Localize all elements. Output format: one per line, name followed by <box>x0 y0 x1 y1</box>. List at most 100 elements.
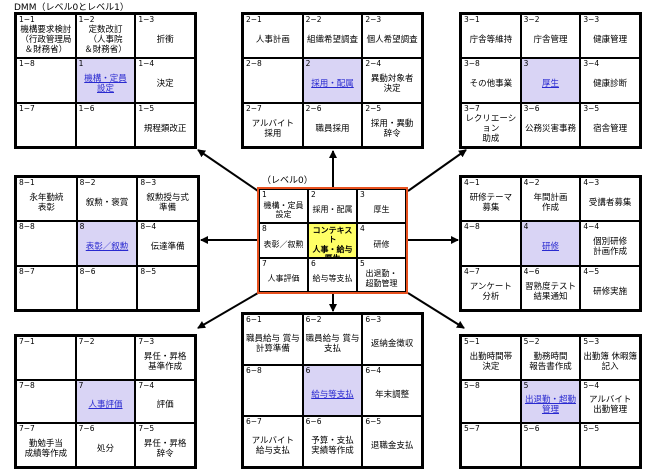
cell-label <box>244 374 302 415</box>
cell-label: 退職金支払 <box>370 440 414 451</box>
cell-number: 2−5 <box>365 103 382 113</box>
cell-label: 職員採用 <box>315 123 350 134</box>
cell-number: 6−7 <box>246 417 262 426</box>
grid-cell: 6−4 年末調整 <box>362 365 422 416</box>
cell-number: 2−3 <box>365 15 382 24</box>
cell-label: 返納金徴収 <box>370 338 414 349</box>
arrow-to-bottom-right <box>407 292 465 329</box>
grid-cell: 7−8 <box>16 379 76 424</box>
cell-label: 給与等支払 <box>312 274 353 284</box>
cell-number: 4−4 <box>583 222 600 232</box>
cell-label: 組織希望調査 <box>306 35 358 46</box>
cell-label: 宿舎管理 <box>593 123 628 134</box>
cell-number: 4−8 <box>464 222 480 232</box>
cell-number: 8−2 <box>79 178 96 187</box>
cell-number: 5−6 <box>523 424 540 434</box>
cell-number: 7 <box>78 380 84 390</box>
cell-number: 5 <box>523 380 529 390</box>
cell-number: 7−6 <box>78 424 95 434</box>
grid-cell: 8−7 <box>16 265 77 310</box>
cell-label: 公務災害事務 <box>524 123 576 134</box>
center-grid-caption: （レベル0） <box>262 176 313 186</box>
cell-label <box>581 432 639 466</box>
cell-label <box>17 275 76 309</box>
cell-number: 6−4 <box>365 366 382 375</box>
cell-label <box>462 230 520 264</box>
cell-label: 採用・異動 辞令 <box>370 118 414 139</box>
cell-label <box>17 67 75 101</box>
cell-label: 規程類改正 <box>143 123 187 134</box>
cell-label[interactable]: 表彰／叙勲 <box>85 242 129 253</box>
cell-label <box>522 432 580 466</box>
cell-number: 4−6 <box>523 266 540 276</box>
arrow-to-bottom-left <box>197 292 259 329</box>
cell-number: 4−7 <box>464 266 480 276</box>
cell-label[interactable]: 給与等支払 <box>311 389 354 400</box>
cell-number: 4 <box>523 222 529 232</box>
cell-number: 2−2 <box>305 15 322 24</box>
cell-label[interactable]: 厚生 <box>541 79 559 90</box>
cell-label[interactable]: 研修 <box>541 242 559 253</box>
cell-number: 6−1 <box>246 315 262 324</box>
cell-number: 8−7 <box>19 266 35 276</box>
cell-label: 庁舎管理 <box>533 35 568 46</box>
cell-number: 8−4 <box>140 222 157 232</box>
grid-cell: 6 給与等支払 <box>308 257 357 292</box>
cell-number: 3−5 <box>583 103 600 113</box>
cell-label[interactable]: 機構・定員 設定 <box>84 74 127 95</box>
cell-label: 年末調整 <box>375 389 410 400</box>
cell-number: 2−4 <box>365 59 382 69</box>
cell-number: 5−3 <box>583 337 600 346</box>
grid-cell: 3−6 公務災害事務 <box>520 102 581 147</box>
cell-label <box>77 112 135 146</box>
cell-label[interactable]: 人事評価 <box>88 400 123 411</box>
cell-number: 7−1 <box>19 337 35 346</box>
cell-label <box>17 112 75 146</box>
cell-label: 庁舎等維持 <box>469 35 513 46</box>
cell-label: 個人希望調査 <box>366 35 418 46</box>
cell-label <box>78 275 137 309</box>
cell-label[interactable]: 採用・配属 <box>311 79 354 90</box>
cell-label: 職員給与 賞与 計算準備 <box>245 333 300 354</box>
cell-number: 3−6 <box>523 103 540 113</box>
cell-label: 伝達準備 <box>150 242 185 253</box>
cell-label: 叙勲授与式 準備 <box>146 193 189 214</box>
cell-label: 定数改訂 （人事院 ＆財務省） <box>84 25 127 56</box>
grid-cell: 2−8 <box>243 58 303 103</box>
cell-label: 受講者募集 <box>588 198 632 209</box>
grid-cell: 3−5 宿舎管理 <box>580 102 640 147</box>
cell-number: 6 <box>311 258 316 268</box>
arrow-to-top-right <box>407 149 467 192</box>
cell-label: 昇任・昇格 辞令 <box>143 439 187 460</box>
cell-label[interactable]: 出退勤・超勤 管理 <box>524 395 576 416</box>
cell-label: 昇任・昇格 基準作成 <box>143 351 187 372</box>
grid-cell: 8−6 <box>76 265 138 310</box>
cell-number: 3−4 <box>583 59 600 69</box>
grid-cell: 5−8 <box>461 379 521 424</box>
